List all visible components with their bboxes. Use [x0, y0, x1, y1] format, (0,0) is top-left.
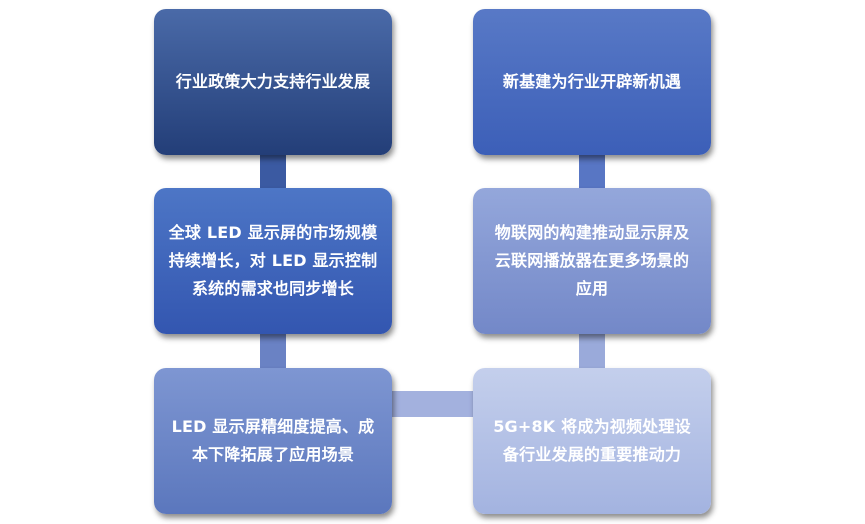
new-infrastructure-text: 新基建为行业开辟新机遇 — [502, 72, 682, 91]
connector-precision-to-5g8k — [386, 391, 480, 417]
new-infrastructure-box: 新基建为行业开辟新机遇 — [473, 9, 711, 155]
5g-8k-box: 5G+8K 将成为视频处理设备行业发展的重要推动力 — [473, 368, 711, 514]
policy-support-text: 行业政策大力支持行业发展 — [175, 72, 371, 91]
iot-box: 物联网的构建推动显示屏及云联网播放器在更多场景的应用 — [473, 188, 711, 334]
5g-8k-text: 5G+8K 将成为视频处理设备行业发展的重要推动力 — [493, 417, 691, 464]
connector-iot-to-new-infra — [579, 150, 605, 194]
precision-cost-box: LED 显示屏精细度提高、成本下降拓展了应用场景 — [154, 368, 392, 514]
global-market-box: 全球 LED 显示屏的市场规模持续增长，对 LED 显示控制系统的需求也同步增长 — [154, 188, 392, 334]
iot-text: 物联网的构建推动显示屏及云联网播放器在更多场景的应用 — [494, 223, 690, 298]
connector-market-to-precision — [260, 330, 286, 374]
precision-cost-text: LED 显示屏精细度提高、成本下降拓展了应用场景 — [171, 417, 375, 464]
connector-5g8k-to-iot — [579, 330, 605, 374]
connector-policy-to-market — [260, 150, 286, 194]
policy-support-box: 行业政策大力支持行业发展 — [154, 9, 392, 155]
global-market-text: 全球 LED 显示屏的市场规模持续增长，对 LED 显示控制系统的需求也同步增长 — [168, 223, 378, 298]
